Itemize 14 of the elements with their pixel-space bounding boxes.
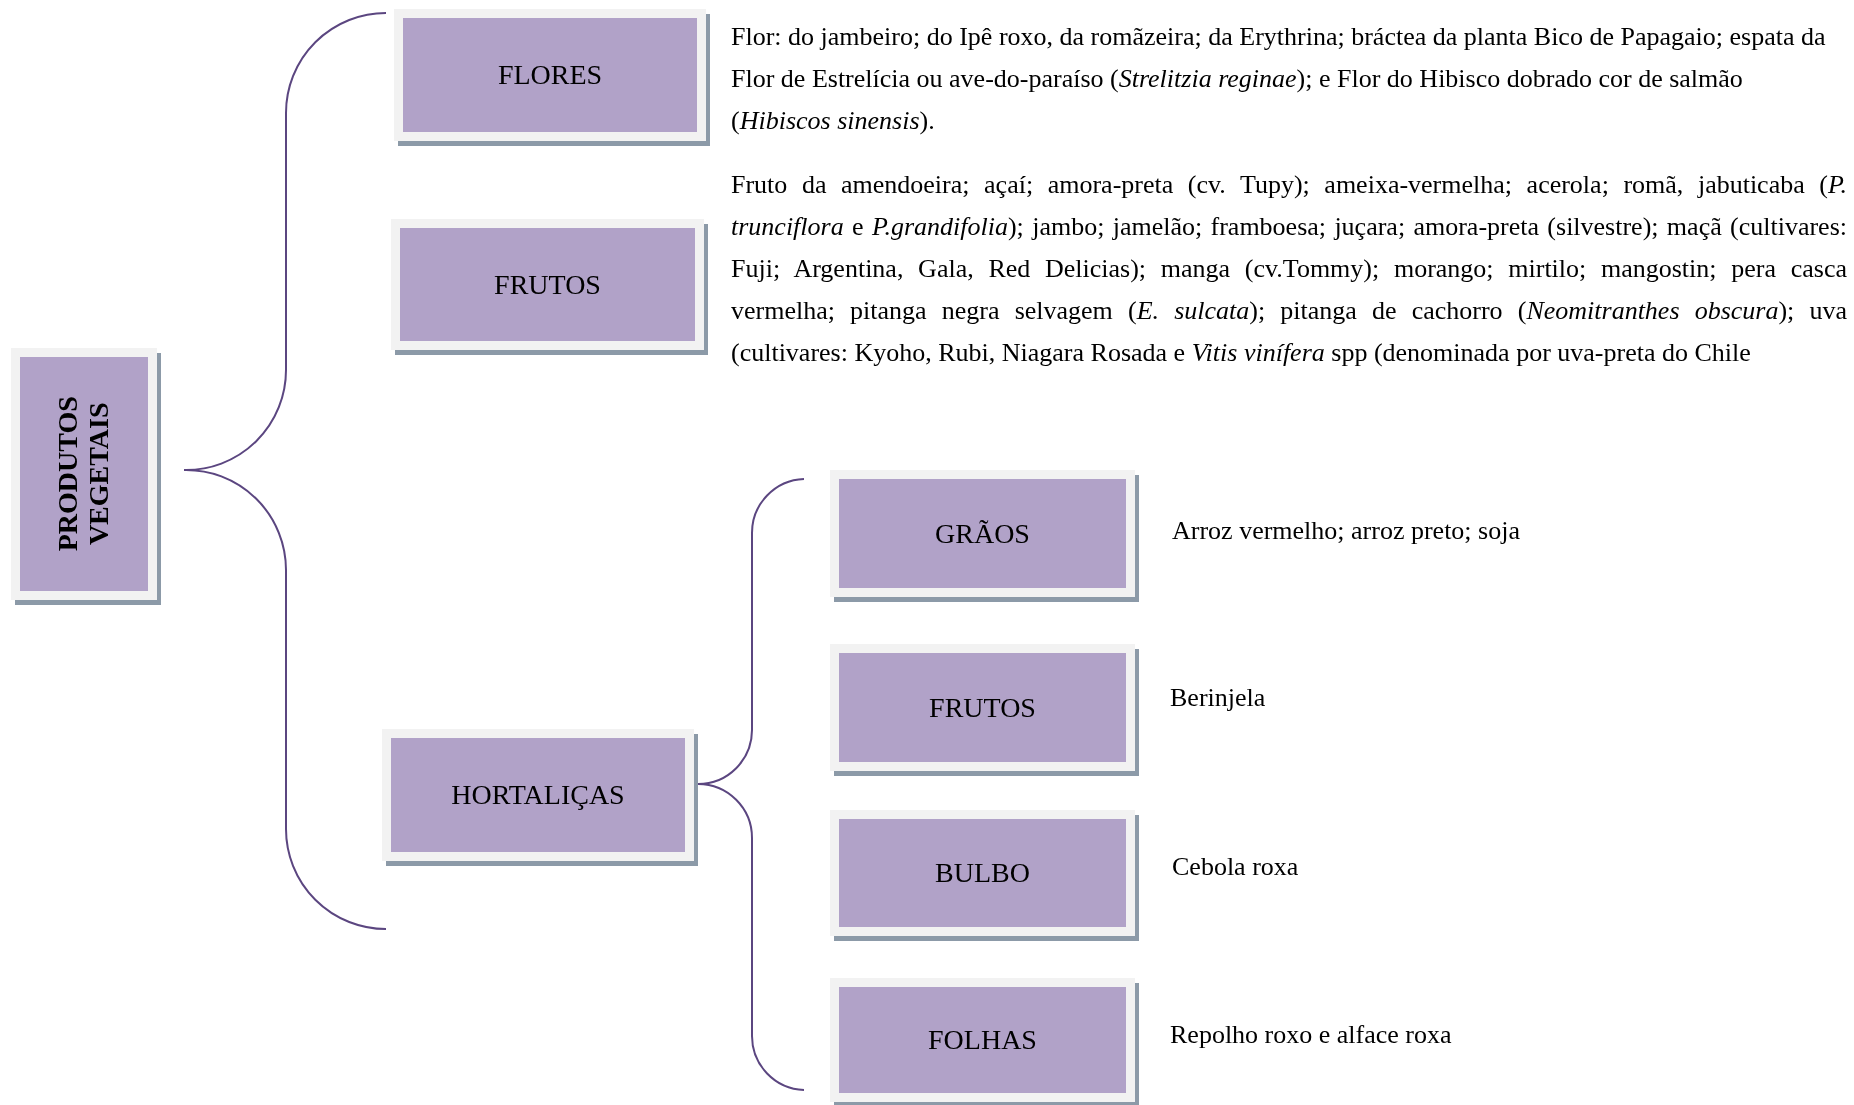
category-label: PRODUTOS VEGETAIS	[53, 396, 115, 552]
category-label: FOLHAS	[928, 1024, 1037, 1056]
category-label: HORTALIÇAS	[451, 779, 625, 811]
description-text: Flor: do jambeiro; do Ipê roxo, da romãzeira; da Erythrina; bráctea da planta Bico de Papagaio; espata da Flor de Estrelícia ou ave-do-paraíso (Strelitzia reginae); e Flor do Hibisco dobrado cor de salmão (Hibiscos sinensis).	[731, 21, 1827, 137]
category-label: BULBO	[935, 857, 1030, 889]
description-text: Arroz vermelho; arroz preto; soja	[1172, 515, 1521, 547]
description-text: Cebola roxa	[1172, 851, 1300, 883]
category-label: FRUTOS	[494, 268, 601, 301]
category-label: FLORES	[497, 59, 603, 91]
description-text: Fruto da amendoeira; açaí; amora-preta (cv. Tupy); ameixa-vermelha; acerola; romã, jabuticaba (P. trunciflora e P.grandifolia); jambo; jamelão; framboesa; juçara; amora-preta (silvestre); maçã (cultivares: Fuji; Argentina, Gala, Red Delicias); manga (cv.Tommy); morango; mirtilo; mangostin; pera casca vermelha; pitanga negra selvagem (E. sulcata); pitanga de cachorro (Neomitranthes obscura); uva (cultivares: Kyoho, Rubi, Niagara Rosada e Vitis vinífera spp (denominada por uva-preta do Chile	[731, 169, 1847, 369]
description-text: Berinjela	[1170, 682, 1267, 714]
category-label: FRUTOS	[929, 691, 1036, 724]
category-label: GRÃOS	[935, 517, 1030, 550]
description-text: Repolho roxo e alface roxa	[1170, 1019, 1453, 1051]
